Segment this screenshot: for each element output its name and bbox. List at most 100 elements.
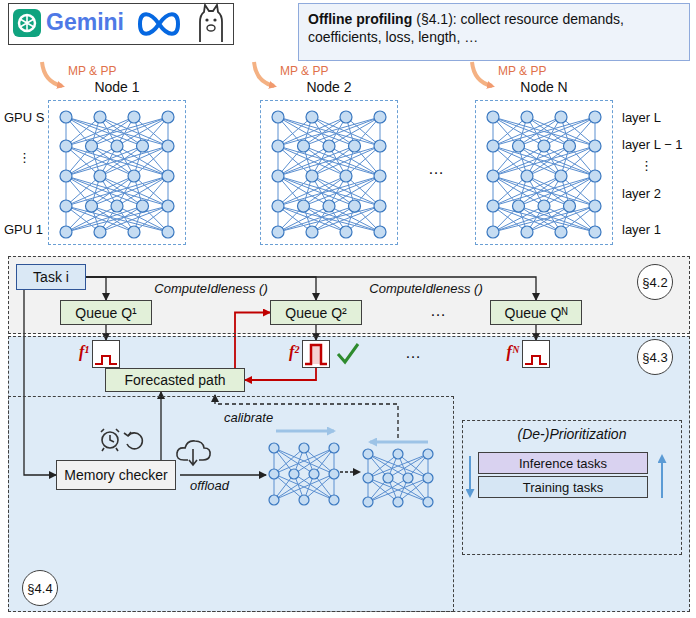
net-neuron	[521, 170, 533, 182]
llama-logo	[213, 18, 216, 21]
box-label: Queue Qᴺ	[505, 305, 568, 321]
mp-pp-arrow	[472, 62, 492, 86]
net-neuron	[487, 140, 499, 152]
load-bar	[525, 356, 547, 364]
edge-label: ComputeIdleness ()	[154, 281, 267, 296]
net-neuron	[340, 170, 352, 182]
net-neuron	[487, 226, 499, 238]
layer-label: layer 1	[622, 222, 661, 237]
section-badge: §4.2	[637, 264, 673, 300]
box-label: Forecasted path	[124, 372, 225, 388]
net-neuron	[60, 226, 72, 238]
edge-label: ComputeIdleness ()	[369, 281, 482, 296]
net-neuron	[298, 200, 310, 212]
connector	[160, 392, 161, 460]
panel-title: (De-)Prioritization	[463, 426, 681, 442]
box-label: Task i	[33, 269, 69, 285]
net-neuron	[111, 140, 123, 152]
arrow-label: offload	[190, 478, 229, 493]
connector	[86, 277, 106, 300]
process-box: Memory checker	[56, 460, 176, 490]
net-neuron	[403, 473, 413, 483]
net-neuron	[393, 449, 403, 459]
net-neuron	[329, 443, 339, 453]
forward-arrow	[276, 430, 334, 433]
annotation: MP & PP	[280, 64, 328, 78]
load-chart: f²	[302, 340, 330, 368]
net-neuron	[272, 226, 284, 238]
net-neuron	[94, 226, 106, 238]
connector	[105, 325, 106, 340]
queue-box: Queue Q¹	[60, 300, 152, 325]
compute-node: Node N	[475, 100, 613, 245]
load-chart: f¹	[92, 340, 120, 368]
net-neuron	[589, 226, 601, 238]
section-band: §4.3 f¹ f² fᴺForecasted path (De-)Prioritiza…	[8, 336, 690, 612]
net-neuron	[306, 111, 318, 123]
net-neuron	[86, 200, 98, 212]
net-neuron	[269, 495, 279, 505]
load-bar-chart	[303, 341, 329, 367]
net-neuron	[589, 200, 601, 212]
cloud-icon	[189, 449, 197, 465]
openai-logo	[20, 15, 34, 31]
net-neuron	[162, 200, 174, 212]
chart-label: fᴺ	[507, 343, 519, 361]
priority-panel: (De-)PrioritizationInference tasksTraini…	[462, 420, 682, 555]
net-neuron	[111, 200, 123, 212]
process-box: Forecasted path	[105, 368, 245, 392]
gpu-label: ⋮	[18, 150, 31, 165]
net-link	[304, 474, 334, 500]
gpu-label: GPU S	[4, 110, 44, 125]
band-fills	[8, 256, 690, 612]
band-fill	[8, 336, 690, 612]
net-neuron	[137, 140, 149, 152]
net-neuron	[60, 111, 72, 123]
box-label: Queue Q²	[285, 305, 346, 321]
net-neuron	[363, 473, 373, 483]
net-neuron	[487, 111, 499, 123]
net-neuron	[589, 170, 601, 182]
connector	[24, 290, 56, 475]
net-neuron	[299, 495, 309, 505]
net-neuron	[393, 497, 403, 507]
net-neuron	[374, 226, 386, 238]
net-neuron	[383, 473, 393, 483]
section-number: §4.3	[642, 350, 667, 365]
net-neuron	[564, 140, 576, 152]
net-neuron	[94, 111, 106, 123]
band-fill	[8, 256, 690, 334]
layer-label: layer 2	[622, 186, 661, 201]
connector	[535, 325, 536, 340]
meta-logo	[140, 14, 178, 34]
refresh-icon	[124, 432, 131, 436]
connector	[245, 368, 316, 380]
net-neuron	[323, 200, 335, 212]
net-neuron	[589, 140, 601, 152]
net-neuron	[272, 140, 284, 152]
net-neuron	[555, 111, 567, 123]
alarm-icon	[101, 429, 119, 451]
arrow-label: calibrate	[224, 410, 273, 425]
net-neuron	[269, 443, 279, 453]
layer-label: ⋮	[640, 158, 653, 173]
net-link	[398, 454, 428, 478]
net-neuron	[329, 469, 339, 479]
section-number: §4.2	[642, 275, 667, 290]
box-label: Queue Q¹	[75, 305, 136, 321]
connector	[315, 325, 316, 340]
mp-pp-arrow	[254, 62, 274, 86]
net-neuron	[363, 497, 373, 507]
ellipsis: …	[428, 160, 444, 178]
net-neuron	[60, 170, 72, 182]
compute-node: Node 2	[260, 100, 398, 245]
llama-logo	[207, 25, 215, 31]
net-neuron	[374, 140, 386, 152]
ellipsis: …	[430, 302, 446, 320]
net-neuron	[521, 111, 533, 123]
net-neuron	[538, 200, 550, 212]
queue-box: Queue Q²	[270, 300, 362, 325]
net-neuron	[60, 140, 72, 152]
net-neuron	[564, 200, 576, 212]
net-neuron	[306, 170, 318, 182]
